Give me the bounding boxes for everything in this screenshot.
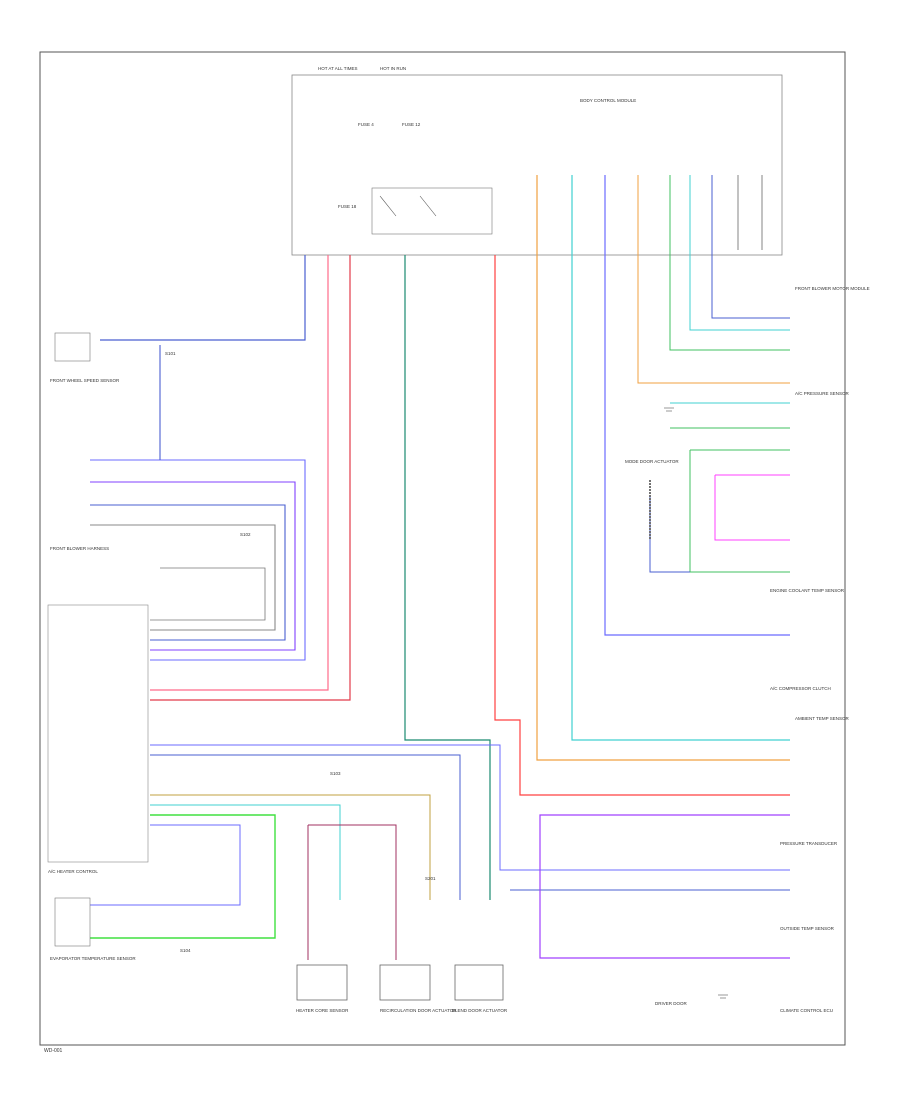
evaporator-sensor-label: EVAPORATOR TEMPERATURE SENSOR	[50, 956, 136, 961]
heater-core-label: HEATER CORE SENSOR	[296, 1008, 349, 1013]
fuse-label-2: FUSE 12	[402, 122, 421, 127]
driver-door-label: DRIVER DOOR	[655, 1001, 688, 1006]
footer-code: WD-001	[44, 1048, 63, 1054]
splice-label-4: S104	[180, 948, 191, 953]
wire-pink-1	[150, 255, 329, 691]
wire-red-right	[494, 255, 790, 796]
fuse-label-3: FUSE 18	[338, 204, 357, 209]
splice-label-1: S101	[165, 351, 176, 356]
wire-violet-bcm	[604, 175, 790, 636]
bcm-label: BODY CONTROL MODULE	[580, 98, 636, 103]
wire-green-1	[669, 175, 790, 351]
wire-blue-left	[100, 255, 306, 341]
wire-green-hvac	[90, 814, 276, 939]
front-blower-connector	[54, 332, 91, 362]
wire-blue-hvac-2	[90, 504, 286, 641]
bcm-relay-box	[371, 187, 493, 235]
wire-blue-bottom	[150, 754, 461, 900]
heater-core-device	[296, 964, 348, 1001]
wire-green-3	[689, 449, 790, 573]
splice-label-5: S201	[425, 876, 436, 881]
wire-teal	[404, 255, 491, 900]
ground-icon	[718, 994, 728, 999]
wire-orange	[536, 175, 790, 761]
front-wheel-speed-label: FRONT WHEEL SPEED SENSOR	[50, 378, 120, 383]
wire-orange-2	[637, 175, 790, 384]
wire-pink-hvac	[90, 824, 241, 906]
wire-blue-bottom-2	[150, 744, 790, 871]
wire-blue-3	[649, 495, 690, 573]
blend-door-label: BLEND DOOR ACTUATOR	[452, 1008, 508, 1013]
wire-blue-2	[711, 175, 790, 319]
header-right-label: HOT IN RUN	[380, 66, 406, 71]
wire-pink-2	[150, 255, 351, 701]
fuse-label-1: FUSE 4	[358, 122, 374, 127]
hvac-control-label: A/C HEATER CONTROL	[48, 869, 98, 874]
wire-gray-2	[150, 567, 266, 621]
wire-pink-loop	[714, 474, 790, 541]
compressor-label: A/C COMPRESSOR CLUTCH	[770, 686, 831, 691]
wire-gray-hvac	[90, 524, 276, 631]
splice-label-3: S103	[330, 771, 341, 776]
evaporator-sensor-box	[54, 897, 91, 947]
header-left-label: HOT AT ALL TIMES	[318, 66, 358, 71]
climate-ecu-label: CLIMATE CONTROL ECU	[780, 1008, 833, 1013]
outside-temp-label: OUTSIDE TEMP SENSOR	[780, 926, 835, 931]
splice-label-2: S102	[240, 532, 251, 537]
diagram-frame	[39, 51, 846, 1046]
wire-cyan	[571, 175, 790, 741]
front-blower-harness-label: FRONT BLOWER HARNESS	[50, 546, 109, 551]
recirc-device	[379, 964, 431, 1001]
wire-violet-right	[539, 814, 790, 959]
blend-door-device	[454, 964, 504, 1001]
ambient-label: AMBIENT TEMP SENSOR	[795, 716, 850, 721]
wire-blue-hvac	[90, 459, 306, 661]
blower-label: FRONT BLOWER MOTOR MODULE	[795, 286, 870, 291]
wire-violet-hvac	[90, 481, 296, 651]
wire-orange-hvac	[150, 794, 431, 900]
ac-pressure-label: A/C PRESSURE SENSOR	[795, 391, 850, 396]
engine-coolant-label: ENGINE COOLANT TEMP SENSOR	[770, 588, 845, 593]
recirc-label: RECIRCULATION DOOR ACTUATOR	[380, 1008, 457, 1013]
wire-dark-red-2	[308, 824, 397, 960]
ground-icon	[664, 407, 674, 412]
wire-cyan-2	[689, 175, 790, 331]
mode-door-label: MODE DOOR ACTUATOR	[625, 459, 679, 464]
wire-cyan-hvac	[150, 804, 341, 900]
transducer-label: PRESSURE TRANSDUCER	[780, 841, 838, 846]
hvac-control-box	[47, 604, 149, 863]
